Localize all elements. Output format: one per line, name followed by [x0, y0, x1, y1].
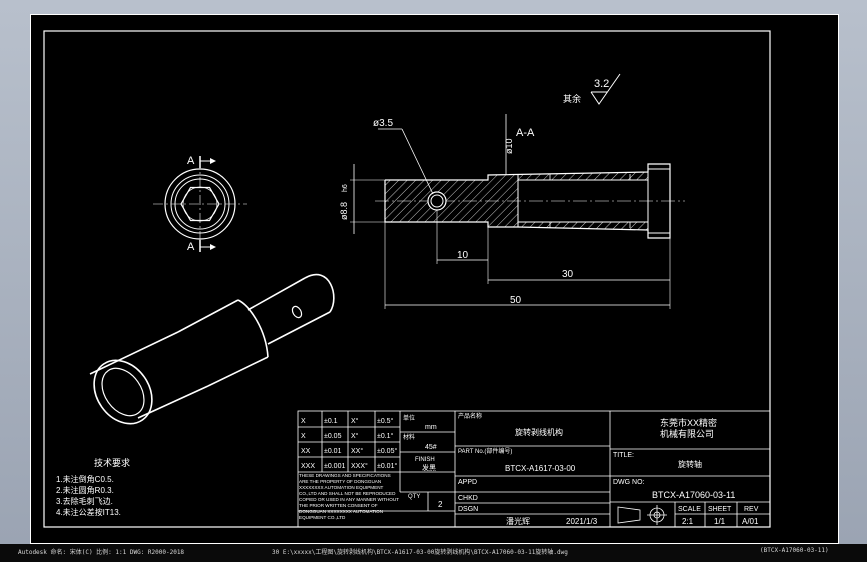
svg-text:±0.01: ±0.01	[324, 448, 342, 455]
svg-text:ø3.5: ø3.5	[373, 118, 393, 129]
status-right: (BTCX-A17060-03-11)	[760, 547, 829, 554]
svg-text:ø8.8: ø8.8	[339, 202, 349, 220]
title-block	[297, 410, 771, 528]
svg-text:XXX: XXX	[301, 463, 315, 470]
svg-text:3.去除毛刺飞边.: 3.去除毛刺飞边.	[56, 496, 113, 506]
svg-text:A/01: A/01	[742, 517, 759, 526]
drawing-canvas: 其余 3.2 A A A-A	[30, 14, 839, 544]
svg-text:FINISH: FINISH	[415, 457, 435, 463]
svg-text:A: A	[187, 155, 195, 167]
svg-text:CHKD: CHKD	[458, 495, 478, 502]
svg-text:DWG NO:: DWG NO:	[613, 479, 645, 486]
status-left: Autodesk 命名: 宋体(C) 比例: 1:1 DWG: R2000-20…	[18, 549, 185, 556]
svg-text:XXX°: XXX°	[351, 462, 368, 470]
tolerance-table: X ±0.1 X° ±0.5° X ±0.05 X° ±0.1° XX ±0.0…	[301, 417, 397, 470]
section-view: A-A ø3.5 ø10 ø8.8 h6	[339, 114, 685, 309]
svg-text:10: 10	[457, 250, 469, 261]
end-view: A A	[153, 155, 247, 253]
outer-border	[30, 14, 839, 544]
svg-text:APPD: APPD	[458, 479, 477, 486]
svg-text:mm: mm	[425, 424, 437, 431]
svg-text:潘光辉: 潘光辉	[506, 516, 530, 526]
svg-text:TITLE:: TITLE:	[613, 452, 634, 459]
svg-text:2021/1/3: 2021/1/3	[566, 517, 598, 526]
roughness-symbol: 其余 3.2	[563, 73, 621, 105]
svg-text:SCALE: SCALE	[678, 506, 701, 513]
svg-text:DSGN: DSGN	[458, 506, 478, 513]
svg-text:单位: 单位	[403, 414, 415, 422]
svg-text:A: A	[187, 241, 195, 253]
svg-text:±0.1°: ±0.1°	[377, 432, 394, 440]
svg-text:BTCX-A1617-03-00: BTCX-A1617-03-00	[505, 464, 576, 473]
technical-notes: 技术要求 1.未注倒角C0.5. 2.未注圆角R0.3. 3.去除毛刺飞边. 4…	[56, 457, 130, 517]
svg-text:±0.01°: ±0.01°	[377, 462, 397, 470]
disclaimer-text: THESE DRAWINGS AND SPECIFICATIONS ARE TH…	[299, 473, 399, 520]
svg-text:X°: X°	[351, 432, 359, 440]
svg-text:旋转轴: 旋转轴	[678, 459, 702, 469]
svg-text:±0.05°: ±0.05°	[377, 447, 397, 455]
projection-symbol	[617, 505, 667, 525]
inner-border	[43, 30, 771, 528]
svg-text:±0.05: ±0.05	[324, 433, 342, 440]
svg-text:±0.001: ±0.001	[324, 463, 345, 470]
svg-text:2:1: 2:1	[682, 517, 694, 526]
svg-text:材料: 材料	[403, 433, 415, 441]
svg-text:BTCX-A17060-03-11: BTCX-A17060-03-11	[652, 490, 735, 500]
svg-text:产品名称: 产品名称	[458, 412, 482, 420]
svg-text:45#: 45#	[425, 444, 437, 451]
company-name: 东莞市XX精密 机械有限公司	[660, 417, 720, 439]
svg-text:发黑: 发黑	[422, 463, 436, 472]
svg-text:SHEET: SHEET	[708, 506, 732, 513]
svg-text:2.未注圆角R0.3.: 2.未注圆角R0.3.	[56, 485, 114, 495]
svg-text:QTY: QTY	[408, 494, 420, 500]
svg-text:30: 30	[562, 269, 574, 280]
svg-text:±0.5°: ±0.5°	[377, 417, 394, 425]
status-path: 30 E:\xxxxx\工程图\旋转剥线机构\BTCX-A1617-03-00旋…	[272, 549, 568, 556]
svg-text:3.2: 3.2	[594, 78, 609, 90]
isometric-view	[89, 273, 335, 425]
svg-text:ø10: ø10	[504, 138, 514, 154]
svg-text:X°: X°	[351, 417, 359, 425]
svg-text:2: 2	[438, 500, 443, 509]
svg-text:X: X	[301, 433, 306, 440]
svg-text:X: X	[301, 418, 306, 425]
svg-text:XX: XX	[301, 448, 311, 455]
svg-text:4.未注公差按IT13.: 4.未注公差按IT13.	[56, 507, 121, 517]
svg-text:REV: REV	[744, 506, 759, 513]
svg-text:PART No.(部件编号): PART No.(部件编号)	[458, 447, 512, 455]
title-block-text: X ±0.1 X° ±0.5° X ±0.05 X° ±0.1° XX ±0.0…	[299, 412, 759, 526]
svg-text:1/1: 1/1	[714, 517, 726, 526]
svg-text:其余: 其余	[563, 93, 581, 104]
svg-text:h6: h6	[342, 184, 349, 192]
svg-text:A-A: A-A	[516, 127, 535, 139]
drawing-sheet: 其余 3.2 A A A-A	[30, 14, 839, 544]
svg-text:1.未注倒角C0.5.: 1.未注倒角C0.5.	[56, 474, 114, 484]
svg-text:±0.1: ±0.1	[324, 418, 338, 425]
svg-text:XX°: XX°	[351, 447, 363, 455]
svg-text:旋转剥线机构: 旋转剥线机构	[515, 427, 563, 437]
svg-text:50: 50	[510, 295, 522, 306]
status-bar: Autodesk 命名: 宋体(C) 比例: 1:1 DWG: R2000-20…	[0, 544, 867, 562]
svg-text:技术要求: 技术要求	[94, 457, 130, 468]
